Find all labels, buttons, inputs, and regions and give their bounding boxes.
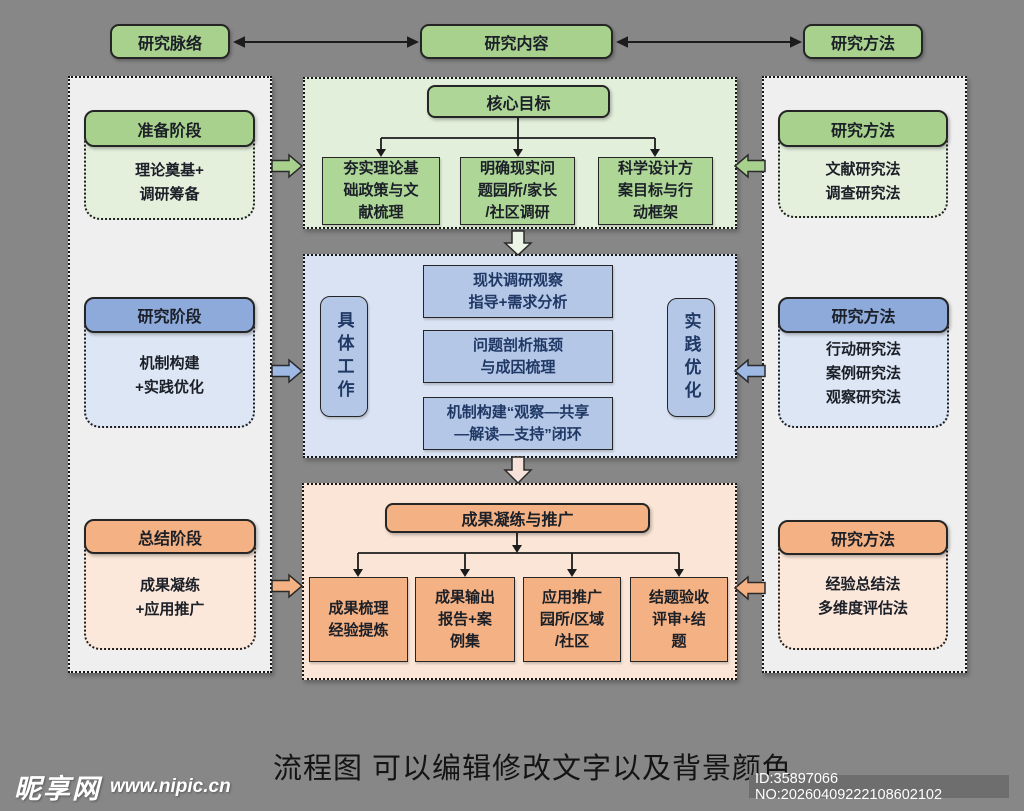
right-section-methods-3-header: 研究方法 [778, 520, 948, 555]
top-node-research-method: 研究方法 [803, 24, 923, 59]
left-section-summary-header-label: 总结阶段 [137, 530, 202, 548]
orange-task-3: 应用推广 园所/区域 /社区 [523, 577, 621, 662]
blue-side-label-right: 实践优化 [667, 298, 715, 417]
blue-side-label-right-text: 实践优化 [681, 311, 701, 404]
blue-task-3: 机制构建“观察—共享 —解读—支持”闭环 [423, 397, 613, 450]
blue-task-1: 现状调研观察 指导+需求分析 [423, 265, 613, 318]
left-section-research-header: 研究阶段 [84, 297, 255, 333]
right-section-methods-1-body: 文献研究法 调查研究法 [825, 161, 901, 202]
right-section-methods-3-header-label: 研究方法 [830, 531, 895, 549]
left-section-preparation-header: 准备阶段 [84, 110, 255, 147]
site-name: 昵享网 [14, 774, 101, 804]
double-arrow-right-icon [616, 36, 802, 48]
green-task-2: 明确现实问 题园所/家长 /社区调研 [460, 157, 575, 225]
right-section-methods-2-header-label: 研究方法 [831, 309, 896, 326]
right-section-methods-1-header: 研究方法 [778, 110, 948, 147]
right-section-methods-2-header: 研究方法 [778, 297, 949, 333]
right-section-methods-1-header-label: 研究方法 [830, 122, 895, 140]
right-section-methods-2-body: 行动研究法 案例研究法 观察研究法 [825, 341, 901, 406]
results-promotion-label: 成果凝练与推广 [461, 512, 574, 529]
arrow-blue-to-orange-icon [503, 456, 533, 485]
arrow-prep-to-center-icon [271, 153, 304, 179]
left-section-research-header-label: 研究阶段 [137, 309, 202, 326]
blue-task-2: 问题剖析瓶颈 与成因梳理 [423, 330, 613, 383]
orange-task-2: 成果输出 报告+案 例集 [415, 577, 515, 662]
double-arrow-left-icon [233, 36, 419, 48]
top-node-research-method-label: 研究方法 [830, 35, 895, 53]
arrow-methods-to-blue-icon [733, 358, 766, 384]
left-section-summary-body: 成果凝练 +应用推广 [135, 577, 205, 618]
orange-task-1: 成果梳理 经验提炼 [309, 577, 408, 662]
results-promotion-node: 成果凝练与推广 [385, 503, 650, 533]
green-tree-connector [376, 118, 660, 157]
blue-side-label-left: 具体工作 [320, 296, 368, 417]
top-node-research-context: 研究脉络 [110, 24, 230, 59]
left-section-research-body: 机制构建 +实践优化 [135, 355, 204, 396]
core-goal-label: 核心目标 [486, 95, 551, 113]
left-section-summary-header: 总结阶段 [84, 519, 256, 554]
blue-side-label-left-text: 具体工作 [334, 310, 354, 403]
arrow-research-to-center-icon [271, 358, 304, 384]
site-url: www.nipic.cn [110, 775, 231, 797]
left-section-preparation-header-label: 准备阶段 [137, 122, 202, 140]
core-goal-node: 核心目标 [427, 85, 610, 118]
top-node-research-context-label: 研究脉络 [137, 35, 202, 53]
orange-task-4: 结题验收 评审+结 题 [630, 577, 728, 662]
diagram-caption: 流程图 可以编辑修改文字以及背景颜色 [272, 753, 793, 785]
top-node-research-content-label: 研究内容 [484, 35, 549, 53]
top-node-research-content: 研究内容 [420, 24, 613, 59]
image-id-badge: ID:35897066 NO:20260409222108602102 [749, 771, 1009, 803]
arrow-methods-to-green-icon [733, 153, 766, 179]
arrow-methods-to-orange-icon [733, 575, 766, 601]
site-watermark: 昵享网 www.nipic.cn [14, 767, 231, 806]
right-section-methods-3-body: 经验总结法 多维度评估法 [817, 576, 908, 617]
green-task-3: 科学设计方 案目标与行 动框架 [598, 157, 713, 225]
arrow-green-to-blue-icon [503, 230, 533, 257]
left-section-preparation-body: 理论奠基+ 调研筹备 [135, 162, 204, 203]
arrow-summary-to-center-icon [271, 573, 304, 599]
green-task-1: 夯实理论基 础政策与文 献梳理 [322, 157, 440, 225]
orange-tree-connector [353, 533, 684, 577]
